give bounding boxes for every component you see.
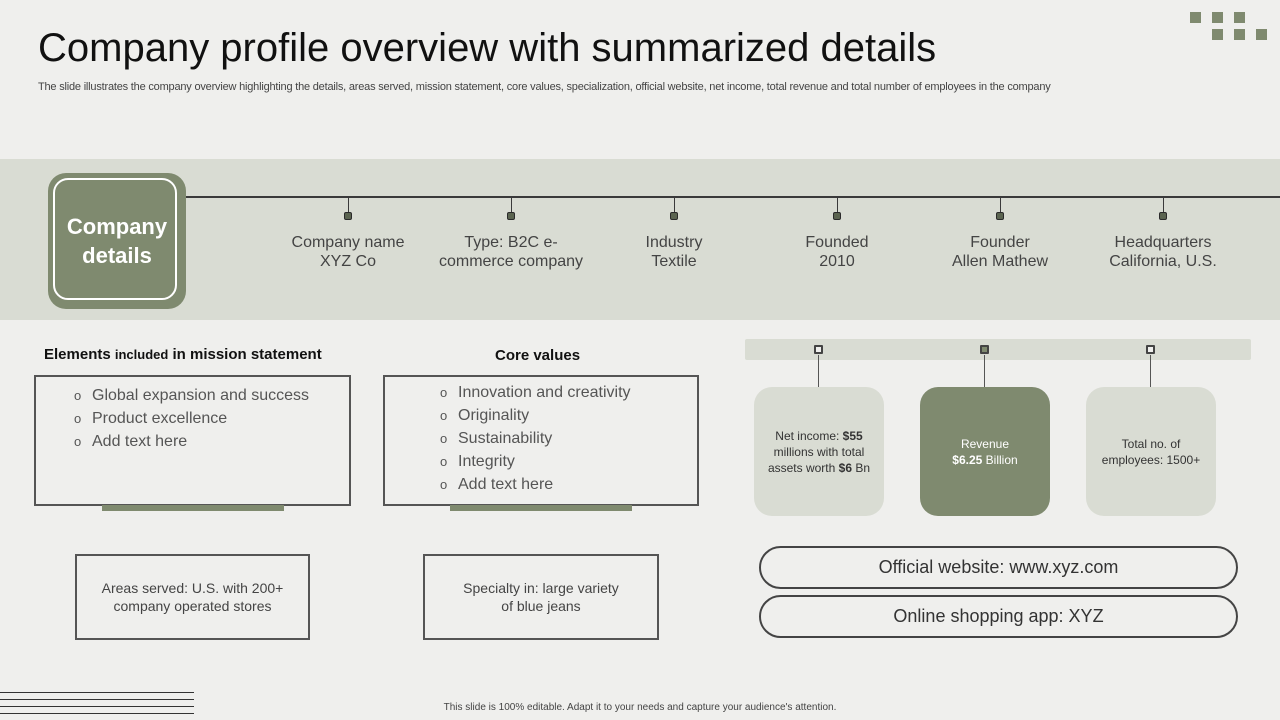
- timeline-stem: [674, 198, 675, 215]
- details-band: [0, 159, 1280, 320]
- company-details-badge-inner: [53, 178, 177, 300]
- timeline-marker: [996, 212, 1004, 220]
- areas-served-box: Areas served: U.S. with 200+ company ope…: [75, 554, 310, 640]
- decor-square: [1190, 12, 1201, 23]
- stats-marker: [980, 345, 989, 354]
- detail-type: Type: B2C e- commerce company: [438, 234, 584, 270]
- specialty-box: Specialty in: large variety of blue jean…: [423, 554, 659, 640]
- net-income-card: Net income: $55 millions with total asse…: [754, 387, 884, 516]
- stats-stem: [1150, 355, 1151, 387]
- stats-marker: [814, 345, 823, 354]
- page-subtitle: The slide illustrates the company overvi…: [38, 81, 1051, 93]
- revenue-text: Revenue$6.25 Billion: [952, 436, 1018, 467]
- timeline-marker: [344, 212, 352, 220]
- detail-company-name: Company name XYZ Co: [291, 234, 405, 270]
- timeline-line: [185, 196, 1280, 198]
- timeline-stem: [1000, 198, 1001, 215]
- decor-line: [0, 706, 194, 707]
- core-values-heading: Core values: [495, 347, 581, 364]
- website-pill: Official website: www.xyz.com: [759, 546, 1238, 589]
- detail-founded: Founded 2010: [805, 234, 869, 270]
- timeline-marker: [1159, 212, 1167, 220]
- timeline-marker: [507, 212, 515, 220]
- timeline-marker: [833, 212, 841, 220]
- detail-industry: Industry Textile: [645, 234, 703, 270]
- mission-heading: Elements included in mission statement: [44, 346, 322, 363]
- core-values-box-accent: [450, 505, 632, 511]
- timeline-stem: [1163, 198, 1164, 215]
- detail-headquarters: Headquarters California, U.S.: [1109, 234, 1217, 270]
- footer-note: This slide is 100% editable. Adapt it to…: [443, 702, 837, 713]
- decor-square: [1234, 29, 1245, 40]
- mission-box: [34, 375, 351, 506]
- decor-line: [0, 713, 194, 714]
- employees-text: Total no. of employees: 1500+: [1101, 436, 1201, 467]
- employees-card: Total no. of employees: 1500+: [1086, 387, 1216, 516]
- page-title: Company profile overview with summarized…: [38, 26, 937, 70]
- stats-stem: [818, 355, 819, 387]
- company-details-label: Company details: [66, 214, 168, 268]
- timeline-stem: [348, 198, 349, 215]
- stats-bar: [745, 339, 1251, 360]
- revenue-card: Revenue$6.25 Billion: [920, 387, 1050, 516]
- timeline-marker: [670, 212, 678, 220]
- decor-line: [0, 699, 194, 700]
- stats-marker: [1146, 345, 1155, 354]
- timeline-stem: [837, 198, 838, 215]
- core-values-box: [383, 375, 699, 506]
- decor-square: [1212, 12, 1223, 23]
- decor-square: [1234, 12, 1245, 23]
- mission-box-accent: [102, 505, 284, 511]
- net-income-text: Net income: $55 millions with total asse…: [767, 428, 871, 475]
- timeline-stem: [511, 198, 512, 215]
- decor-line: [0, 692, 194, 693]
- decor-square: [1256, 29, 1267, 40]
- stats-stem: [984, 355, 985, 387]
- app-pill: Online shopping app: XYZ: [759, 595, 1238, 638]
- detail-founder: Founder Allen Mathew: [951, 234, 1049, 270]
- decor-square: [1212, 29, 1223, 40]
